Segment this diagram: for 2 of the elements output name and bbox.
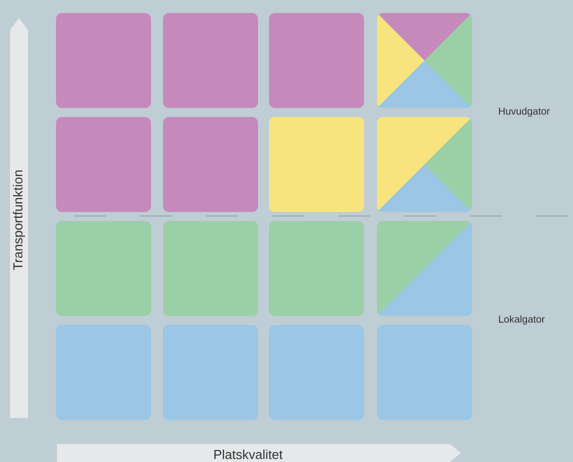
row-label: Lokalgator (499, 315, 545, 325)
row-label: Huvudgator (499, 107, 550, 117)
